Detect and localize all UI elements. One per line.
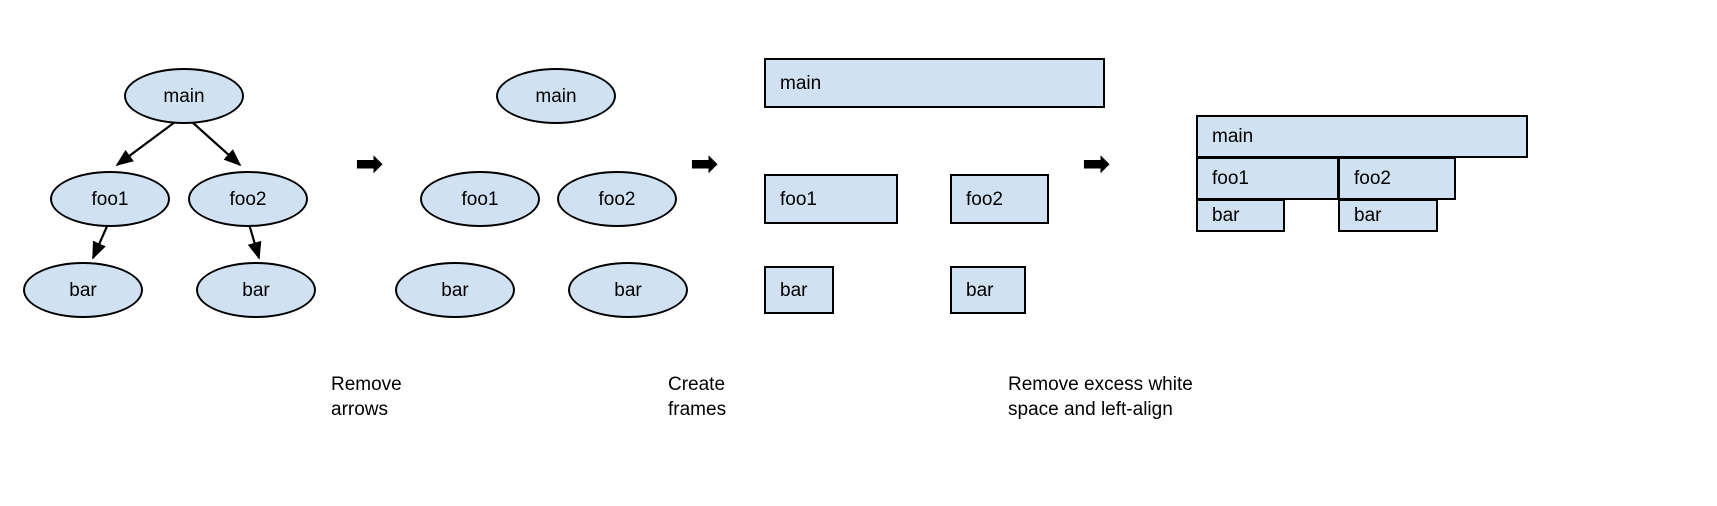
rect-frames-node-foo1[interactable]: foo1 (764, 174, 898, 224)
node-label: foo1 (1212, 168, 1249, 189)
step-arrow-2-icon: ➡ (690, 144, 719, 184)
node-label: foo2 (598, 188, 636, 210)
ellipses-no-arrows-node-main[interactable]: main (496, 68, 616, 124)
flame-graph-compacted-node-foo2[interactable]: foo2 (1338, 157, 1456, 200)
caption-remove-arrows: Remove arrows (331, 374, 402, 420)
node-label: bar (780, 279, 808, 301)
flame-graph-compacted-node-bar[interactable]: bar (1196, 199, 1285, 232)
edge-main-to-foo2 (191, 121, 242, 167)
edge-foo1-to-bar (91, 223, 110, 260)
flame-graph-compacted-node-main[interactable]: main (1196, 115, 1528, 158)
node-label: bar (614, 279, 642, 301)
node-label: main (1212, 126, 1254, 147)
node-label: bar (242, 279, 270, 301)
ellipses-no-arrows-node-foo2[interactable]: foo2 (557, 171, 677, 227)
rect-frames-node-foo2[interactable]: foo2 (950, 174, 1049, 224)
node-label: bar (966, 279, 994, 301)
node-label: main (780, 72, 822, 94)
rect-frames-node-main[interactable]: main (764, 58, 1105, 108)
node-label: foo2 (229, 188, 267, 210)
ellipses-no-arrows-node-bar[interactable]: bar (395, 262, 515, 318)
edge-foo2-to-bar (247, 223, 262, 260)
caption-remove-whitespace: Remove excess white space and left-align (1008, 374, 1193, 420)
caption-create-frames: Create frames (668, 374, 727, 420)
ellipses-no-arrows-node-foo1[interactable]: foo1 (420, 171, 540, 227)
node-label: bar (441, 279, 469, 301)
flame-graph-compacted-node-bar[interactable]: bar (1338, 199, 1438, 232)
node-label: bar (1354, 205, 1382, 226)
call-tree-with-arrows-node-bar[interactable]: bar (196, 262, 316, 318)
step-arrow-3-icon: ➡ (1082, 144, 1111, 184)
step-arrow-1-icon: ➡ (355, 144, 384, 184)
edge-main-to-foo1 (115, 121, 176, 167)
node-label: bar (1212, 205, 1240, 226)
node-label: foo1 (461, 188, 499, 210)
call-tree-with-arrows-node-bar[interactable]: bar (23, 262, 143, 318)
node-label: foo2 (966, 188, 1003, 210)
flame-graph-compacted-node-foo1[interactable]: foo1 (1196, 157, 1339, 200)
ellipses-no-arrows-node-bar[interactable]: bar (568, 262, 688, 318)
rect-frames-node-bar[interactable]: bar (764, 266, 834, 314)
node-label: foo1 (91, 188, 129, 210)
node-label: main (535, 85, 577, 107)
node-label: foo1 (780, 188, 817, 210)
node-label: bar (69, 279, 97, 301)
node-label: foo2 (1354, 168, 1391, 189)
call-tree-with-arrows-node-foo1[interactable]: foo1 (50, 171, 170, 227)
rect-frames-node-bar[interactable]: bar (950, 266, 1026, 314)
call-tree-with-arrows-node-foo2[interactable]: foo2 (188, 171, 308, 227)
node-label: main (163, 85, 205, 107)
call-tree-with-arrows-node-main[interactable]: main (124, 68, 244, 124)
